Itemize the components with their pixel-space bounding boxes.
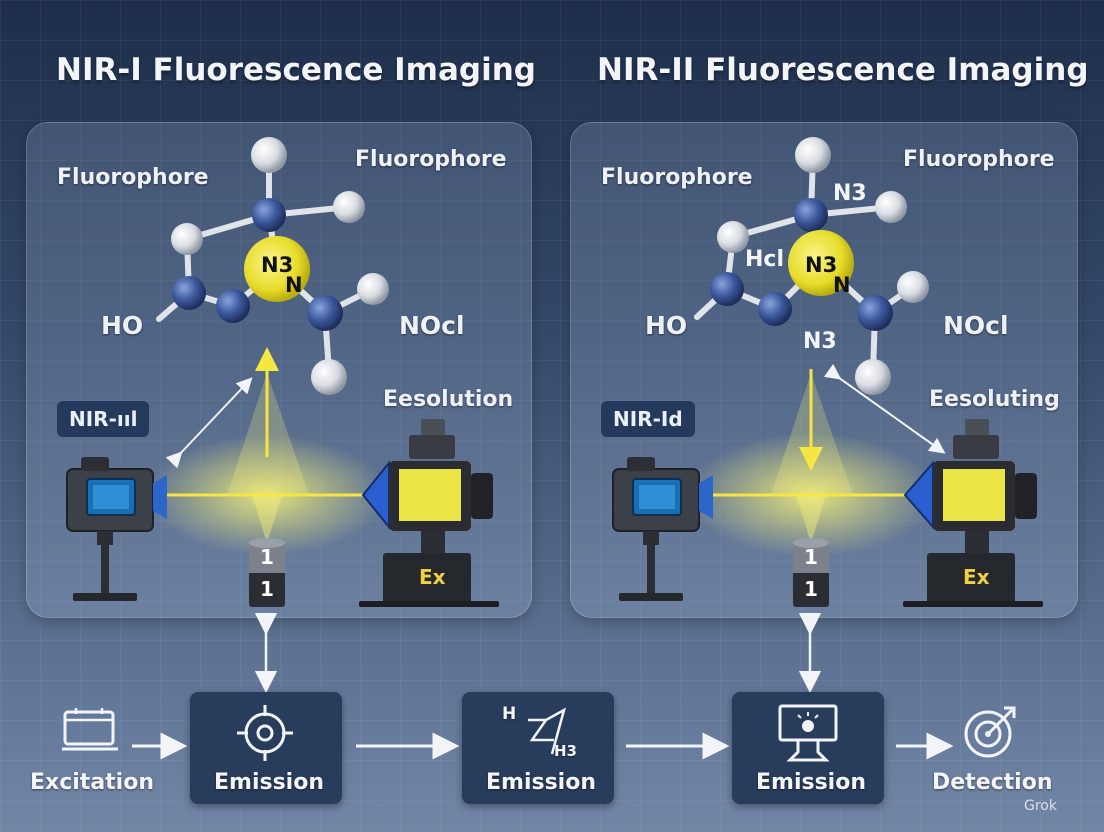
atom-h-far-right-r [897,271,929,303]
label-ex: Ex [419,565,446,589]
detector-screen-icon [778,704,838,762]
target-icon [237,705,293,761]
atom-h-left-r [717,221,749,253]
molecule-structure-icon [528,707,566,755]
atom-h-top-r [795,137,831,173]
atom-n-center-left [216,289,250,323]
title-nir-ii: NIR-II Fluorescence Imaging [597,52,1089,88]
flow-box-emission-2: H H3 Emission [462,692,614,804]
atom-h-bottom [311,359,347,395]
atom-h-right-r [875,191,907,223]
label-fluorophore-b: Fluorophore [355,147,507,172]
right-source-camera-r [903,419,1043,607]
atom-h-right [333,191,365,223]
tag-nir: NIR-ııl [57,401,150,437]
sample-cylinder-r [793,538,829,607]
target-arrow-icon [964,706,1016,758]
atom-center-yellow-r [788,230,854,296]
cylinder-top-number: 1 [260,545,274,569]
label-center-atom: N3 [261,253,294,277]
left-camera [66,457,167,601]
flow-box-emission-1: Emission [190,692,342,804]
label-ho: HO [101,311,144,340]
label-noci-r: NOcl [943,311,1009,340]
label-ho-r: HO [645,311,688,340]
flow-label-emission-1: Emission [214,770,324,795]
atom-h-far-right [357,273,389,305]
atom-n-left [172,276,206,310]
label-fluorophore-b-r: Fluorophore [903,147,1055,172]
double-arrow-left [165,377,253,469]
flow-label-h3: H3 [554,742,577,760]
flow-label-emission-2: Emission [486,770,596,795]
label-center-n: N [285,273,303,297]
flow-label-detection: Detection [932,770,1053,795]
atom-n-top-r [794,198,828,232]
cylinder-bottom-number: 1 [260,577,274,601]
panel-nir-i: Fluorophore Fluorophore N3 N HO NOcl NIR… [26,122,532,618]
atom-center-yellow [244,236,310,302]
label-center-atom-r: N3 [805,253,838,277]
right-source-camera [359,419,499,607]
cylinder-top-number-r: 1 [804,545,818,569]
label-n3-top-r: N3 [833,181,867,206]
cylinder-bottom-number-r: 1 [804,577,818,601]
flow-label-emission-3: Emission [756,770,866,795]
nir-i-scene [66,137,499,607]
title-nir-i: NIR-I Fluorescence Imaging [56,52,536,88]
atom-h-top [251,137,287,173]
left-camera-r [612,457,713,601]
nir-ii-scene [612,137,1043,607]
watermark: Grok [1024,798,1057,814]
double-arrow-right [823,363,946,454]
label-resolution: Eesolution [383,387,514,412]
atom-n-top [252,198,286,232]
atom-n-right [307,295,343,331]
panel-nir-ii: Fluorophore Fluorophore N3 Hcl N3 N HO N… [570,122,1078,618]
label-noci: NOcl [399,311,465,340]
atom-n-right-r [857,295,893,331]
tag-nir-r: NIR-Id [601,401,695,437]
sample-cylinder [249,538,285,607]
flow-box-emission-3: Emission [732,692,884,804]
label-resolution-r: Eesoluting [929,387,1060,412]
atom-h-left [171,223,203,255]
monitor-icon [62,708,118,751]
atom-n-left-r [710,272,744,306]
label-fluorophore-a: Fluorophore [57,165,209,190]
label-fluorophore-a-r: Fluorophore [601,165,753,190]
label-center-n-r: N [833,273,851,297]
label-ex-r: Ex [963,565,990,589]
atom-h-bottom-r [855,359,891,395]
flow-label-h: H [502,704,517,724]
flow-label-excitation: Excitation [30,770,154,795]
label-hcl-r: Hcl [745,247,784,272]
atom-n-center-left-r [758,292,792,326]
label-n3-bottom-r: N3 [803,329,837,354]
